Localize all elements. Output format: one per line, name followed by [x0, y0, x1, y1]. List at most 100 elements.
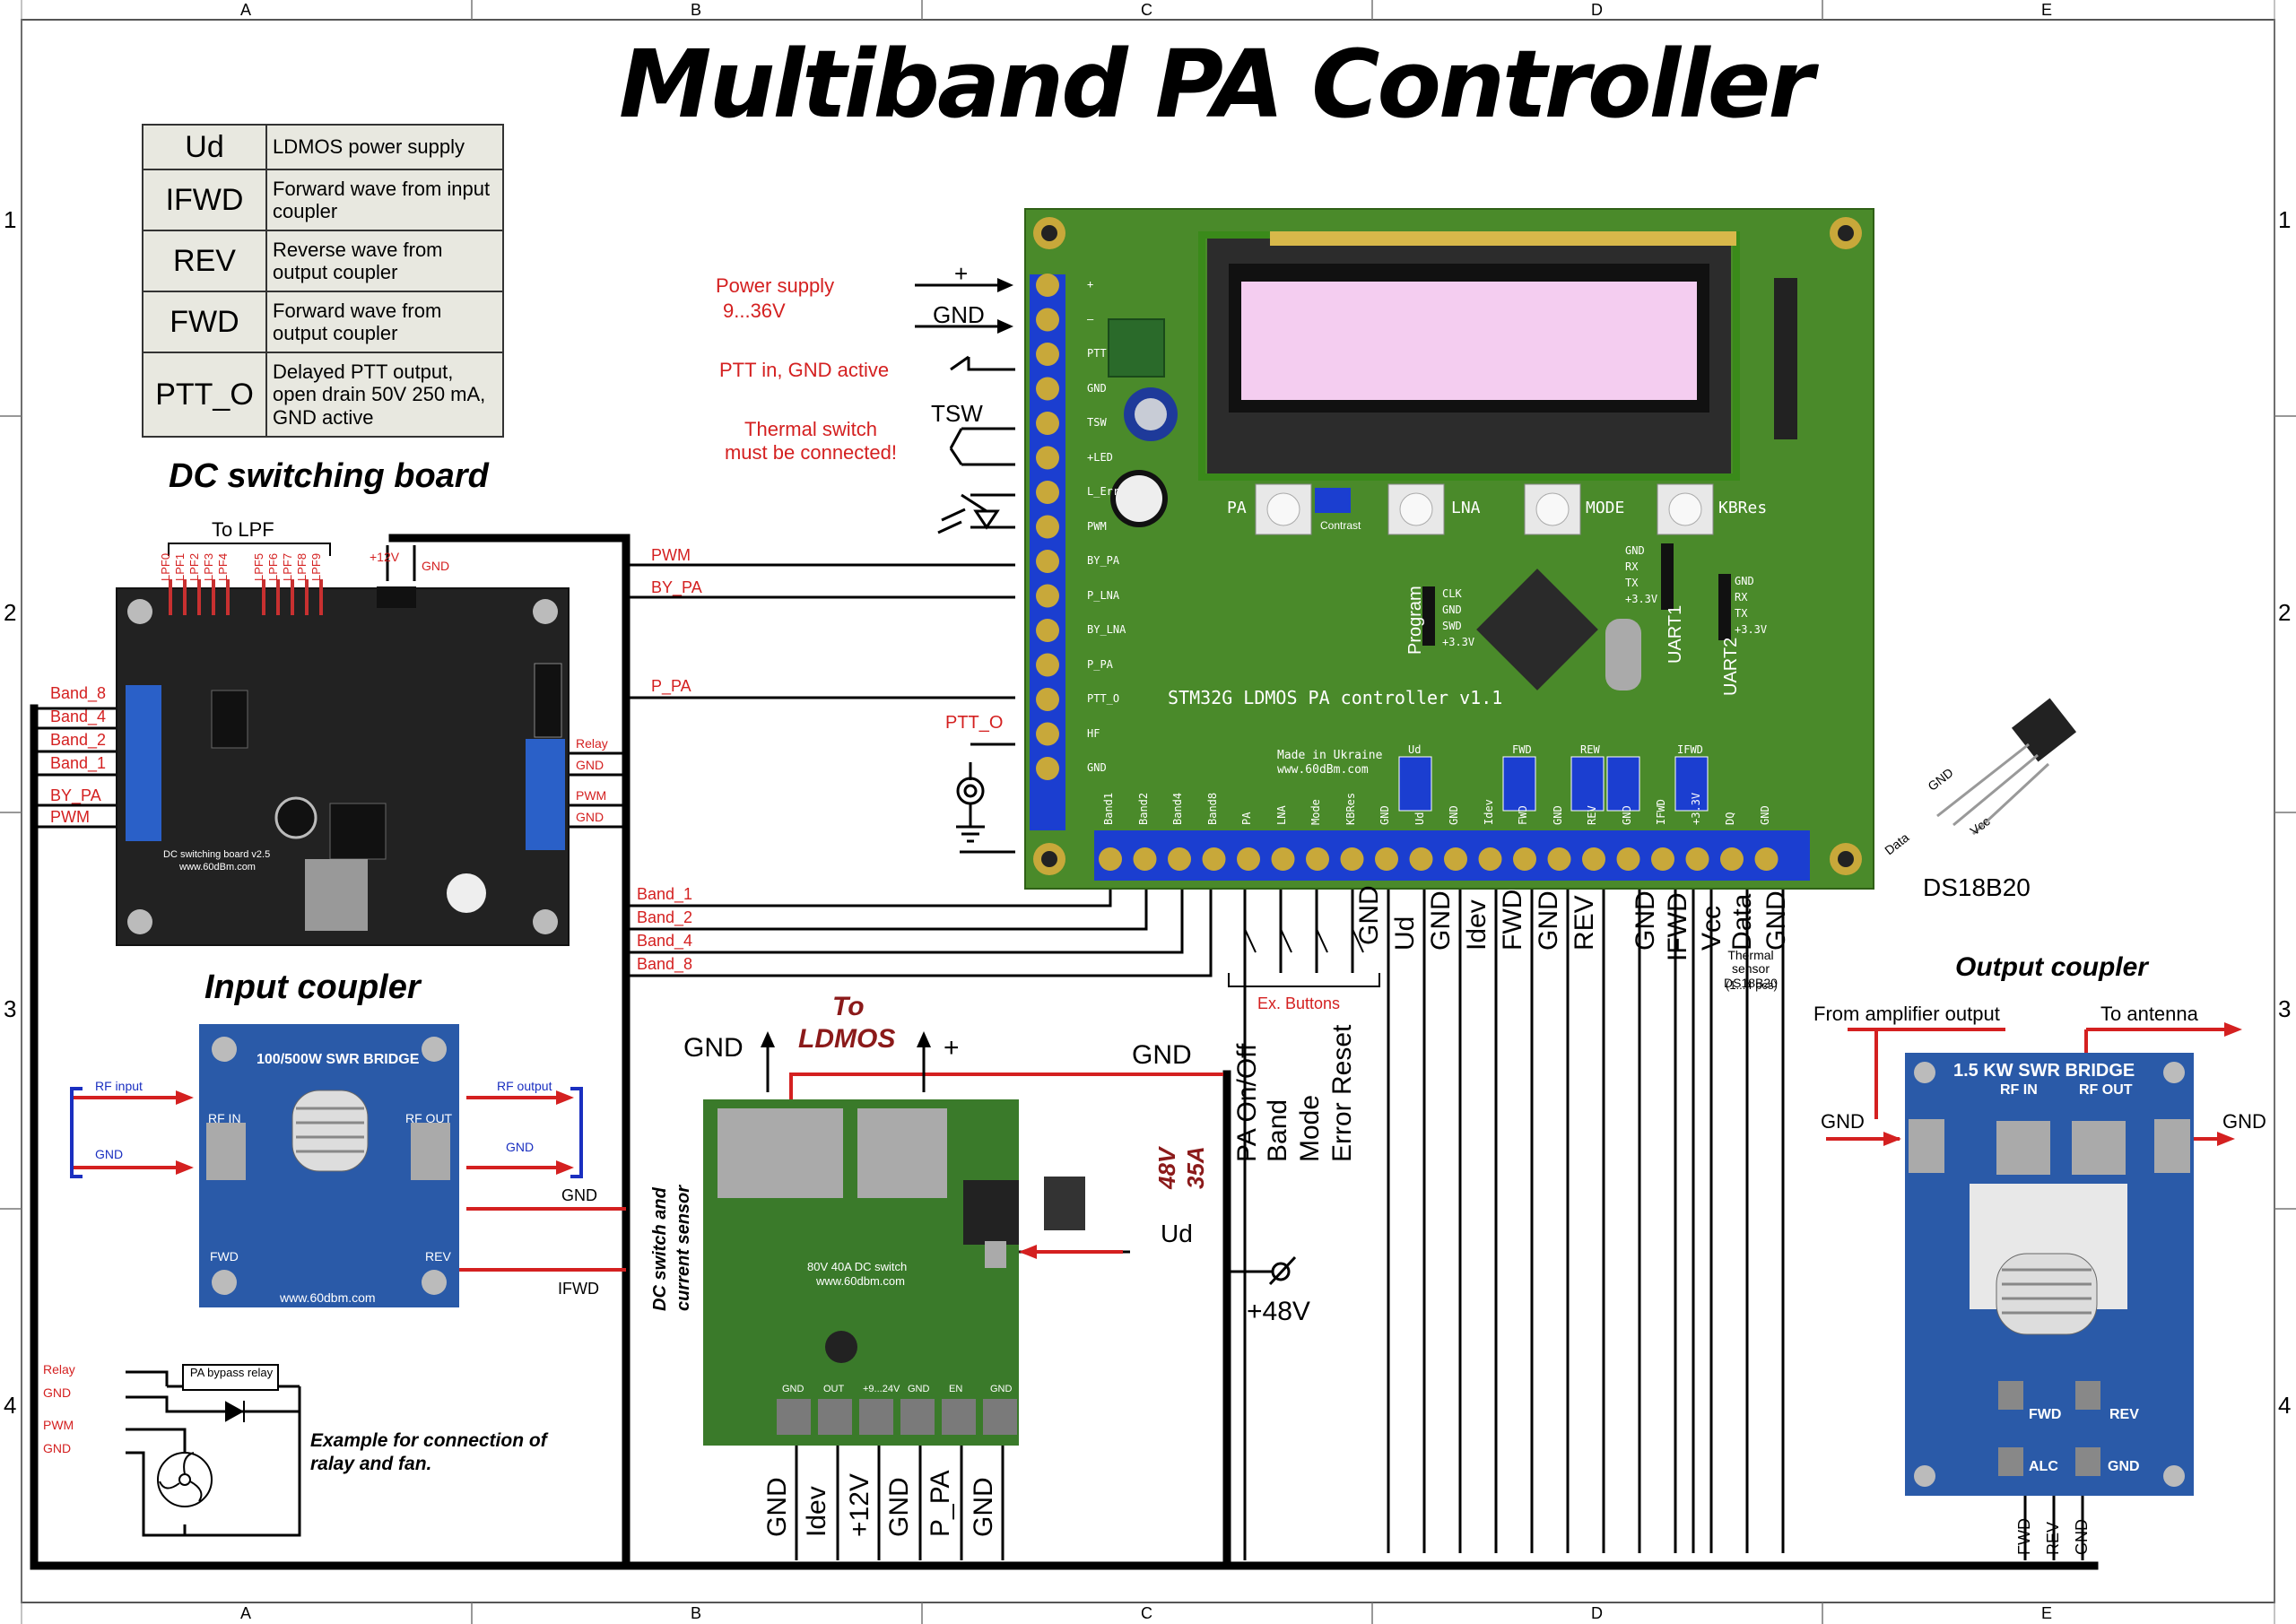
- terminal-pad: [1099, 847, 1122, 871]
- terminal-pad: [1036, 481, 1059, 504]
- row-label-1: 1: [4, 206, 17, 233]
- terminal-pad: [1133, 847, 1157, 871]
- program-pin-label: CLK: [1442, 587, 1462, 600]
- output-bottom-fwd: FWD: [2015, 1518, 2033, 1555]
- power-supply-label: Power supply: [716, 274, 835, 297]
- btn-label-pa: PA: [1227, 499, 1247, 517]
- trim-pot-label: REW: [1580, 743, 1600, 756]
- legend-key: FWD: [142, 291, 267, 353]
- terminal-pad: [1444, 847, 1467, 871]
- input-rf-input: RF input: [95, 1079, 143, 1093]
- legend-desc: LDMOS power supply: [265, 124, 504, 170]
- input-coupler-title: Input coupler: [204, 968, 421, 1006]
- dc-switch-to: To: [832, 992, 865, 1021]
- controller-left-pin-label: PWM: [1087, 519, 1107, 533]
- dc-switch-gnd-right: GND: [1132, 1040, 1192, 1070]
- wire-label-band2: Band_2: [637, 908, 693, 926]
- wire-label-pwm: PWM: [651, 546, 691, 564]
- btn-label-kbres: KBRes: [1718, 499, 1768, 517]
- input-rf-out: RF OUT: [405, 1111, 453, 1125]
- ptt-in-label: PTT in, GND active: [719, 359, 890, 381]
- terminal-pad: [1720, 847, 1744, 871]
- controller-left-pin-label: BY_PA: [1087, 554, 1120, 567]
- dcsb-left-band4: Band_4: [50, 708, 107, 725]
- controller-left-pin-label: –: [1087, 312, 1094, 326]
- wire-label-p-pa: P_PA: [651, 677, 691, 695]
- dcsb-right-relay: Relay: [576, 736, 608, 751]
- col-label-d-bottom: D: [1591, 1604, 1603, 1622]
- row-label-2-right: 2: [2278, 599, 2292, 626]
- dcsb-left-by-pa: BY_PA: [50, 786, 101, 804]
- input-fwd: FWD: [210, 1249, 239, 1264]
- dcsb-right-pwm: PWM: [576, 788, 607, 803]
- dc-switch-plus: +: [944, 1033, 960, 1063]
- terminal-pad: [1168, 847, 1191, 871]
- to-lpf-label: To LPF: [212, 518, 274, 541]
- wire-label-band1: Band_1: [637, 885, 693, 903]
- dcsb-right-gnd: GND: [576, 758, 604, 772]
- controller-left-pin-label: BY_LNA: [1087, 623, 1126, 636]
- dc-switch-pin-label: +9...24V: [863, 1384, 900, 1394]
- uart1-pin-label: GND: [1625, 544, 1645, 557]
- controller-left-pin-label: PTT_O: [1087, 692, 1120, 705]
- input-rf-output: RF output: [497, 1079, 552, 1093]
- program-pin-label: GND: [1442, 604, 1462, 616]
- terminal-pad: [1306, 847, 1329, 871]
- row-label-4-right: 4: [2278, 1392, 2292, 1419]
- trim-pot-label: Ud: [1408, 743, 1422, 756]
- legend-key: Ud: [142, 124, 267, 170]
- output-rf-in: RF IN: [2000, 1082, 2038, 1098]
- relay-pin-gnd-2: GND: [43, 1441, 72, 1455]
- uart1-pin-label: RX: [1625, 560, 1639, 573]
- terminal-pad: [1036, 412, 1059, 435]
- output-from: From amplifier output: [1813, 1003, 2000, 1025]
- wire-label-band4: Band_4: [637, 932, 693, 950]
- dc-switch-pin-label: OUT: [823, 1384, 845, 1394]
- controller-site: www.60dBm.com: [1277, 763, 1369, 777]
- terminal-pad: [1547, 847, 1571, 871]
- legend-desc: Forward wave from output coupler: [265, 291, 504, 353]
- terminal-pad: [1036, 308, 1059, 332]
- input-rev: REV: [425, 1249, 451, 1264]
- input-out-gnd: GND: [561, 1186, 597, 1204]
- input-site: www.60dbm.com: [280, 1290, 376, 1305]
- dc-switch-ud: Ud: [1161, 1220, 1193, 1247]
- dc-switch-plus48: +48V: [1247, 1297, 1310, 1326]
- terminal-pad: [1036, 722, 1059, 746]
- dcsb-site: www.60dBm.com: [179, 862, 256, 873]
- terminal-pad: [1754, 847, 1779, 871]
- col-label-c: C: [1141, 1, 1152, 19]
- output-rf-out: RF OUT: [2079, 1082, 2133, 1098]
- contrast-label: Contrast: [1320, 519, 1361, 532]
- dcsb-left-pwm: PWM: [50, 808, 90, 826]
- dc-switch-pin-label: GND: [990, 1384, 1013, 1394]
- controller-left-pin-label: L_Err: [1087, 485, 1120, 498]
- output-rev: REV: [2109, 1407, 2139, 1422]
- controller-left-pin-label: PTT: [1087, 347, 1107, 360]
- input-gnd-left: GND: [95, 1147, 124, 1161]
- uart2-pin-label: TX: [1735, 607, 1748, 620]
- col-label-e-bottom: E: [2041, 1604, 2053, 1622]
- dc-switch-silk-1: 80V 40A DC switch: [807, 1260, 908, 1273]
- dc-switch-pin-label: GND: [782, 1384, 804, 1394]
- tsw-label: TSW: [931, 400, 983, 427]
- terminal-pad: [1651, 847, 1674, 871]
- dcsb-left-band2: Band_2: [50, 731, 107, 749]
- dc-switching-board-title: DC switching board: [169, 457, 489, 495]
- col-label-a: A: [240, 1, 252, 19]
- controller-left-pin-label: P_LNA: [1087, 588, 1120, 602]
- ext-buttons-label: Ex. Buttons: [1257, 994, 1341, 1012]
- thermal-sensor-count: (1...4 pcs): [1726, 978, 1778, 992]
- trim-pot-label: IFWD: [1677, 743, 1703, 756]
- controller-silk: STM32G LDMOS PA controller v1.1: [1168, 687, 1503, 708]
- row-label-1-right: 1: [2278, 206, 2292, 233]
- terminal-pad: [1340, 847, 1364, 871]
